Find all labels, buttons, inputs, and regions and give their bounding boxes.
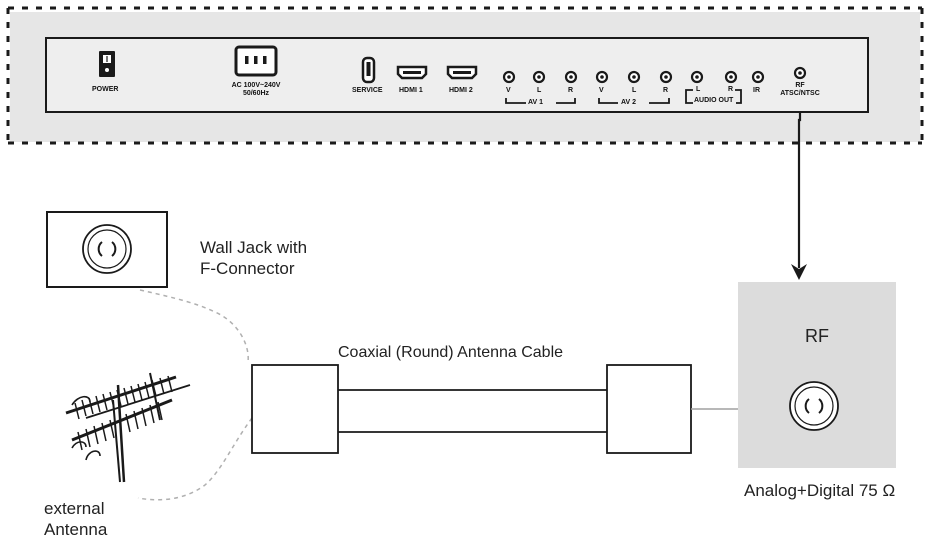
hdmi-port-icon xyxy=(446,65,478,80)
rf-port-label-line2: ATSC/NTSC xyxy=(780,90,820,97)
ac-socket-icon xyxy=(234,45,278,77)
antenna-icon xyxy=(65,372,191,483)
arrow-down-icon xyxy=(791,112,807,280)
service-label: SERVICE xyxy=(352,87,383,94)
audio-out-group-label: AUDIO OUT xyxy=(694,97,734,104)
audio-out-r-label: R xyxy=(728,86,734,93)
wall-jack-label-line1: Wall Jack with xyxy=(200,238,308,257)
av1-v-label: V xyxy=(506,87,511,94)
rca-jack-icon xyxy=(532,70,546,84)
ac-label-line2: 50/60Hz xyxy=(242,90,270,97)
ac-label: AC 100V~240V 50/60Hz xyxy=(220,82,292,98)
hdmi-port-icon xyxy=(396,65,428,80)
wall-jack-label: Wall Jack with F-Connector xyxy=(200,237,307,279)
coax-connector-icon xyxy=(789,381,839,431)
rca-jack-icon xyxy=(595,70,609,84)
antenna-guide-line xyxy=(137,417,253,501)
rf-box xyxy=(738,282,896,468)
wall-jack xyxy=(46,211,168,288)
rf-box-caption: Analog+Digital 75 Ω xyxy=(744,481,896,500)
rf-box-title: RF xyxy=(805,326,829,346)
rca-jack-icon xyxy=(793,66,807,80)
av2-group-label: AV 2 xyxy=(621,99,637,106)
rca-jack-icon xyxy=(724,70,738,84)
av2-bracket xyxy=(598,98,670,104)
coaxial-cable xyxy=(251,364,790,454)
av2-l-label: L xyxy=(632,87,637,94)
wall-jack-guide-line xyxy=(139,289,249,363)
audio-out-l-label: L xyxy=(696,86,701,93)
rf-port-label: RF ATSC/NTSC xyxy=(776,82,824,98)
ir-label: IR xyxy=(753,87,760,94)
antenna-label-line2: Antenna xyxy=(44,520,108,539)
av2-r-label: R xyxy=(663,87,669,94)
av1-bracket xyxy=(505,98,576,104)
hdmi2-label: HDMI 2 xyxy=(449,87,473,94)
power-switch-icon xyxy=(99,51,115,77)
rca-jack-icon xyxy=(659,70,673,84)
hdmi1-label: HDMI 1 xyxy=(399,87,423,94)
usb-port-icon xyxy=(361,56,376,84)
rca-jack-icon xyxy=(627,70,641,84)
av1-r-label: R xyxy=(568,87,574,94)
coax-connector-icon xyxy=(82,224,132,274)
antenna-label-line1: external xyxy=(44,499,105,518)
rca-jack-icon xyxy=(690,70,704,84)
wall-jack-label-line2: F-Connector xyxy=(200,259,295,278)
power-label: POWER xyxy=(92,86,119,93)
rf-port-label-line1: RF xyxy=(795,82,805,89)
rca-jack-icon xyxy=(564,70,578,84)
ac-label-line1: AC 100V~240V xyxy=(231,82,281,89)
av1-l-label: L xyxy=(537,87,542,94)
av2-v-label: V xyxy=(599,87,604,94)
cable-label: Coaxial (Round) Antenna Cable xyxy=(338,344,564,361)
rca-jack-icon xyxy=(751,70,765,84)
audio-out-bracket xyxy=(685,89,742,104)
rca-jack-icon xyxy=(502,70,516,84)
antenna-label: external Antenna xyxy=(44,498,107,540)
av1-group-label: AV 1 xyxy=(528,99,544,106)
